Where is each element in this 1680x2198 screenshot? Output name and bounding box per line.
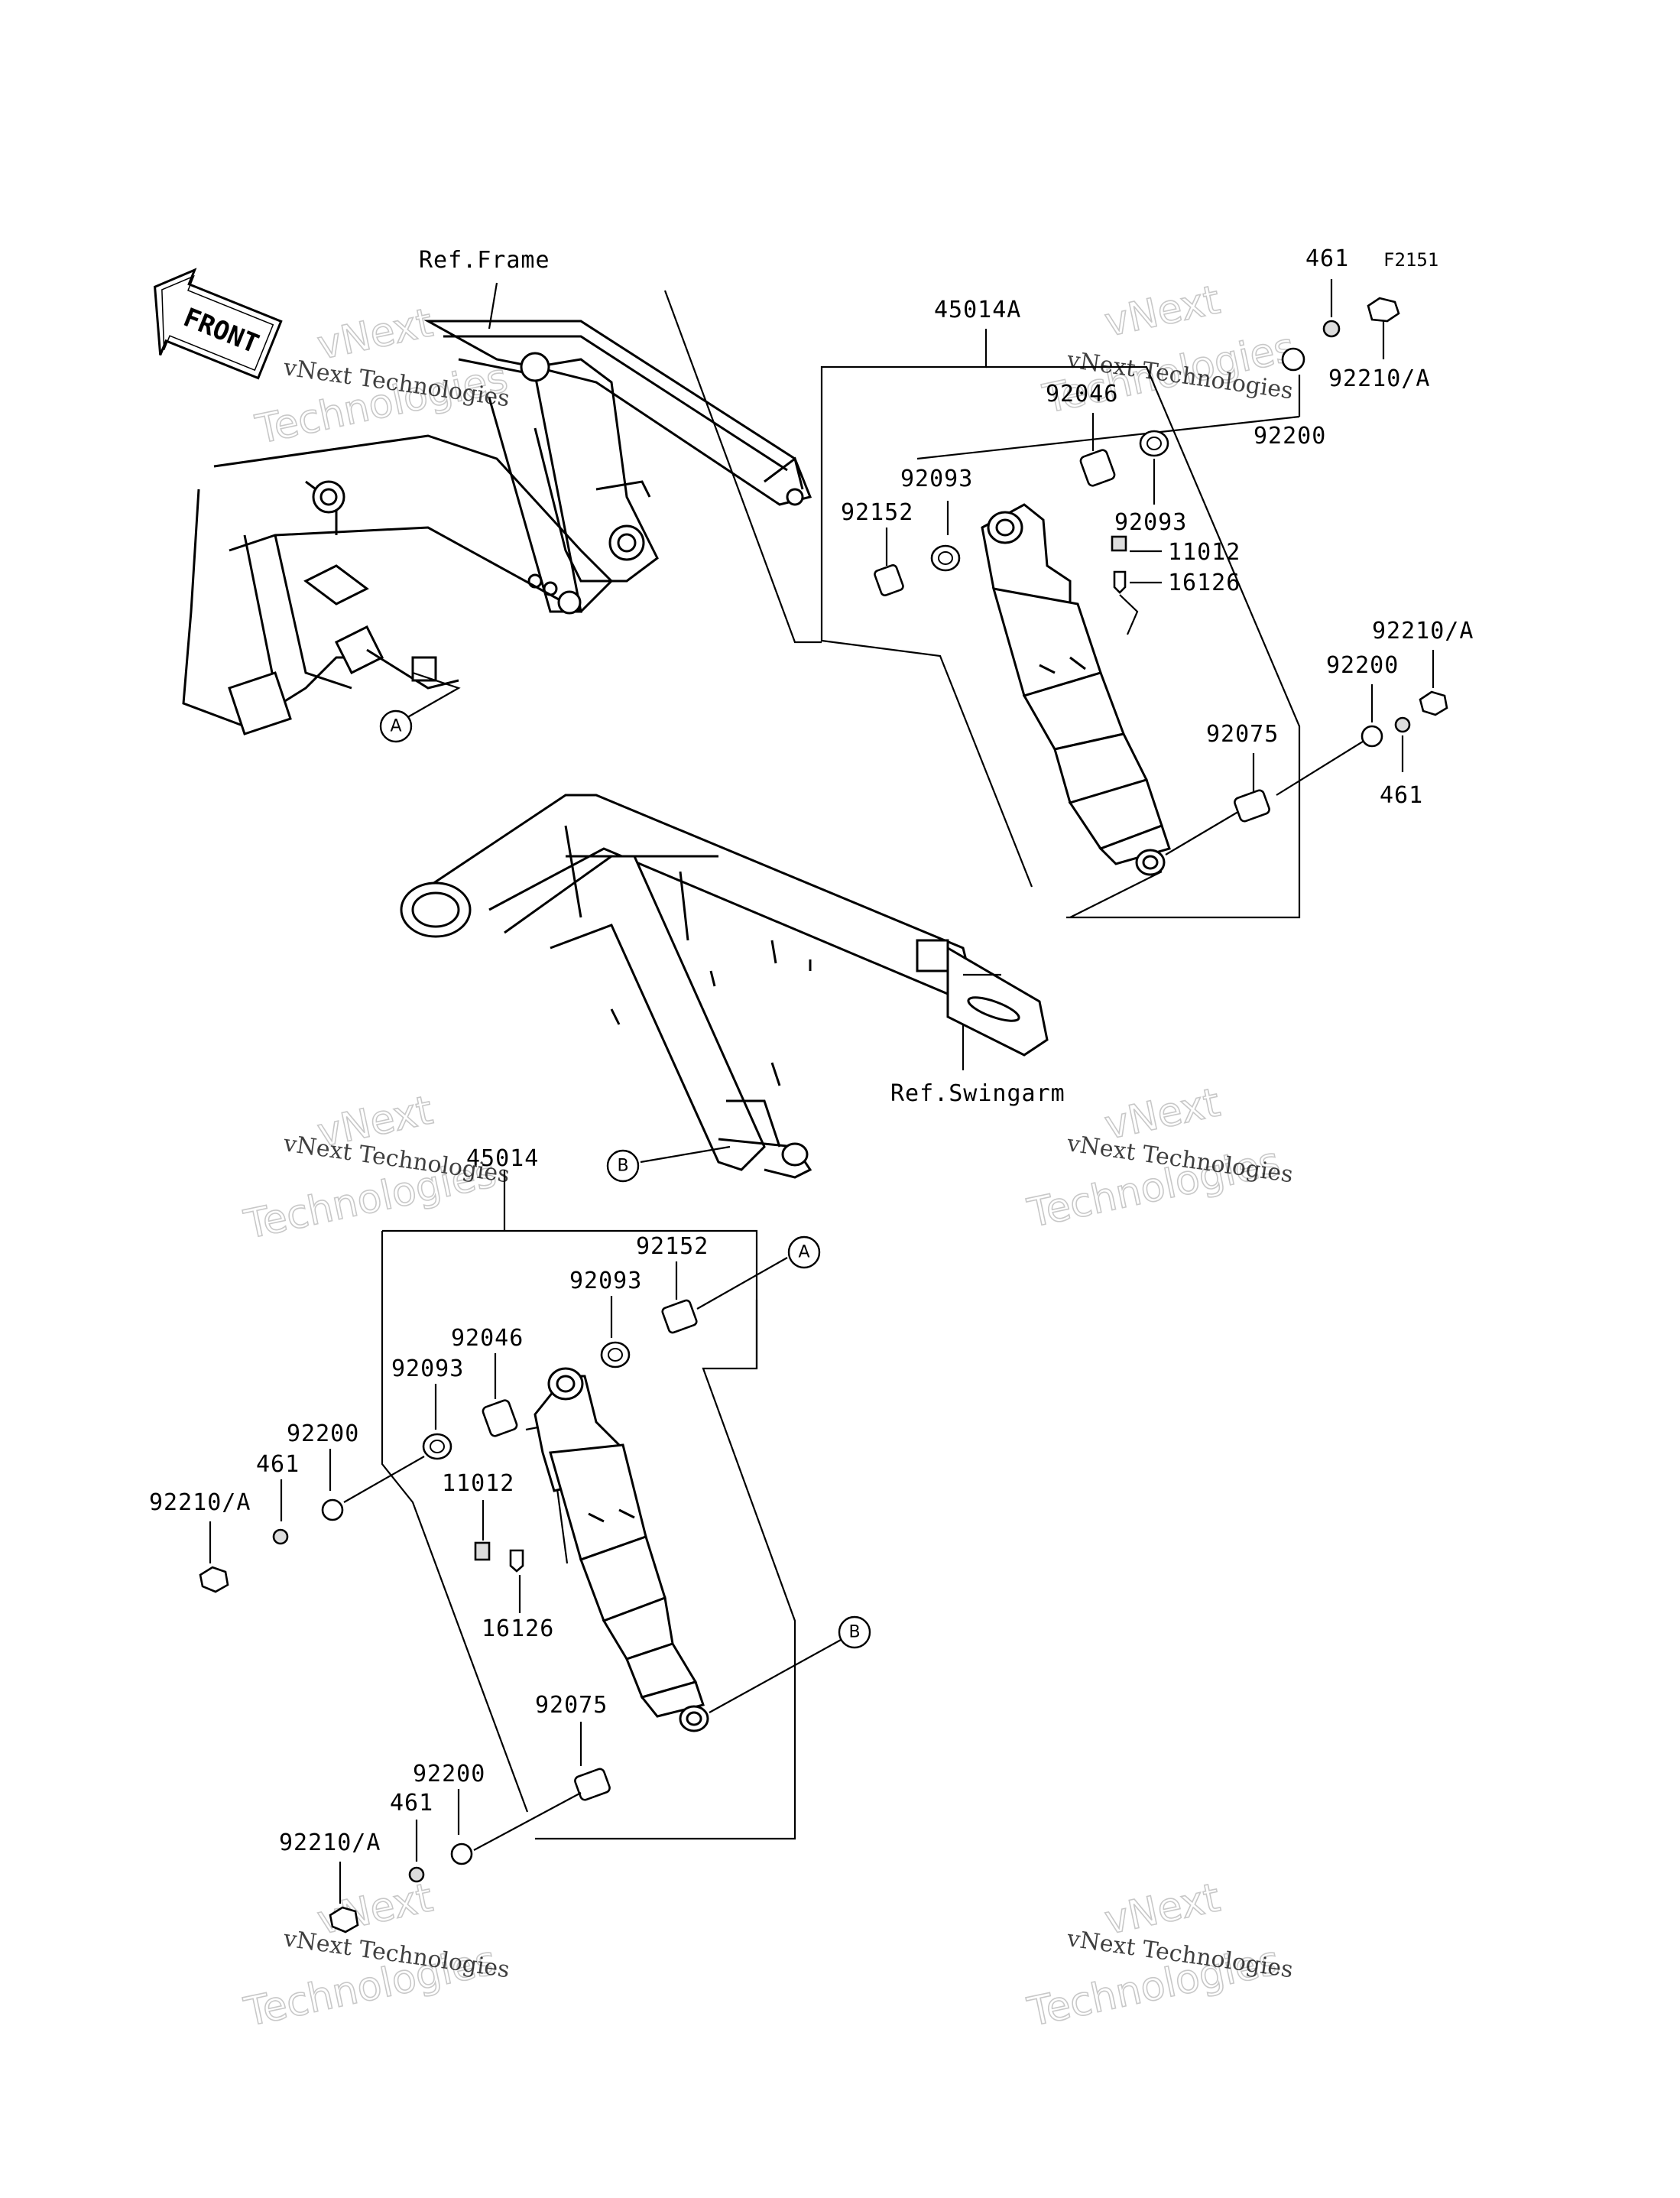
- bushing-92075-lower: [574, 1768, 611, 1801]
- part-16126-lower: 16126: [482, 1615, 554, 1642]
- front-arrow-icon: FRONT: [154, 268, 283, 380]
- part-16126-upper: 16126: [1168, 570, 1241, 596]
- shock-absorber-upper: [981, 503, 1171, 876]
- washer-92200-upper-top: [1281, 347, 1305, 372]
- ref-frame-leader: [488, 282, 498, 330]
- part-92210-upper-top: 92210/A: [1328, 365, 1430, 392]
- watermark-bottom-right: Technologies vNext vNext Technologies: [1023, 1875, 1294, 2037]
- part-461-upper-mid: 461: [1380, 782, 1423, 809]
- part-92093-lower-top: 92093: [569, 1268, 642, 1294]
- part-92210-upper-mid: 92210/A: [1372, 618, 1474, 644]
- nut-92210-upper-mid: [1419, 690, 1448, 716]
- swingarm-b-leader: [640, 1145, 731, 1164]
- part-92093-upper-right: 92093: [1114, 509, 1187, 536]
- seal-92093-lower-top: [600, 1341, 631, 1368]
- seal-92093-lower-left: [422, 1433, 452, 1460]
- part-461-lower-top: 461: [256, 1451, 300, 1478]
- part-11012-lower: 11012: [442, 1470, 514, 1497]
- figure-code: F2151: [1383, 249, 1438, 271]
- connector-b-lower: B: [838, 1615, 871, 1649]
- frame-drawing: [182, 320, 812, 735]
- part-92075-upper: 92075: [1206, 721, 1279, 748]
- part-92210-lower-top: 92210/A: [149, 1489, 251, 1516]
- ref-swingarm-label: Ref.Swingarm: [890, 1080, 1065, 1107]
- part-92093-upper-left: 92093: [900, 466, 973, 492]
- washer-92200-upper-mid: [1361, 725, 1383, 748]
- nut-92210-lower-bottom: [329, 1906, 359, 1933]
- lower-assy-label: 45014: [466, 1145, 539, 1172]
- upper-assy-label: 45014A: [934, 297, 1021, 323]
- washer-461-lower-bottom: [408, 1866, 425, 1883]
- seal-92093-upper-right: [1139, 430, 1169, 457]
- collar-92152-upper: [874, 564, 904, 596]
- connector-a-frame: A: [379, 709, 413, 743]
- watermark-top-left: Technologies vNext vNext Technologies: [251, 300, 512, 454]
- svg-text:A: A: [390, 717, 401, 736]
- part-92046-lower: 92046: [451, 1325, 524, 1352]
- washer-461-lower-top: [272, 1528, 289, 1545]
- part-461-lower-bottom: 461: [390, 1790, 433, 1817]
- part-92093-lower-left: 92093: [391, 1355, 464, 1382]
- washer-92200-lower-top: [321, 1498, 344, 1521]
- svg-text:vNext: vNext: [1101, 277, 1224, 346]
- connector-a-lower: A: [787, 1235, 821, 1269]
- valve-cap-11012-lower: [474, 1541, 491, 1561]
- bearing-92046-lower: [482, 1399, 518, 1437]
- ref-frame-label: Ref.Frame: [419, 247, 550, 274]
- part-92152-lower: 92152: [636, 1233, 709, 1260]
- part-92200-lower-top: 92200: [287, 1420, 359, 1447]
- svg-text:vNext: vNext: [313, 300, 436, 368]
- part-92075-lower: 92075: [535, 1692, 608, 1719]
- part-92200-upper-mid: 92200: [1326, 652, 1399, 679]
- upper-assembly: 45014A 461 92210/A 92200 92046 92093 920…: [663, 245, 1474, 919]
- washer-92200-lower-bottom: [450, 1842, 473, 1865]
- part-92046-upper: 92046: [1046, 381, 1118, 407]
- part-92210-lower-bottom: 92210/A: [279, 1830, 381, 1856]
- frame-a-leader: [404, 671, 461, 719]
- nut-92210-lower-top: [199, 1566, 229, 1593]
- swingarm-drawing: [400, 794, 1049, 1179]
- svg-text:B: B: [848, 1623, 860, 1642]
- valve-16126-lower: [509, 1549, 524, 1573]
- collar-92152-lower: [661, 1299, 698, 1334]
- part-92152-upper: 92152: [841, 499, 913, 526]
- part-92200-lower-bottom: 92200: [413, 1761, 485, 1787]
- svg-text:B: B: [617, 1157, 628, 1176]
- valve-cap-11012-upper: [1111, 535, 1127, 552]
- washer-461-upper-top: [1322, 320, 1341, 338]
- watermark-bottom-left: Technologies vNext vNext Technologies: [239, 1875, 511, 2037]
- lower-assembly: 45014 92152 A 92093 92046 92093 92200: [149, 1145, 871, 1933]
- nut-92210-upper-top: [1367, 297, 1400, 323]
- bearing-92046-upper: [1079, 449, 1116, 487]
- seal-92093-upper-left: [930, 544, 961, 572]
- shock-absorber-lower: [534, 1367, 709, 1732]
- part-92200-upper-top: 92200: [1254, 423, 1326, 450]
- washer-461-upper-mid: [1394, 716, 1411, 733]
- part-461-upper-top: 461: [1305, 245, 1349, 272]
- connector-b-swingarm: B: [606, 1149, 640, 1183]
- bushing-92075-upper: [1234, 789, 1270, 823]
- part-11012-upper: 11012: [1168, 539, 1241, 566]
- valve-16126-upper: [1113, 570, 1127, 594]
- svg-text:A: A: [798, 1243, 809, 1262]
